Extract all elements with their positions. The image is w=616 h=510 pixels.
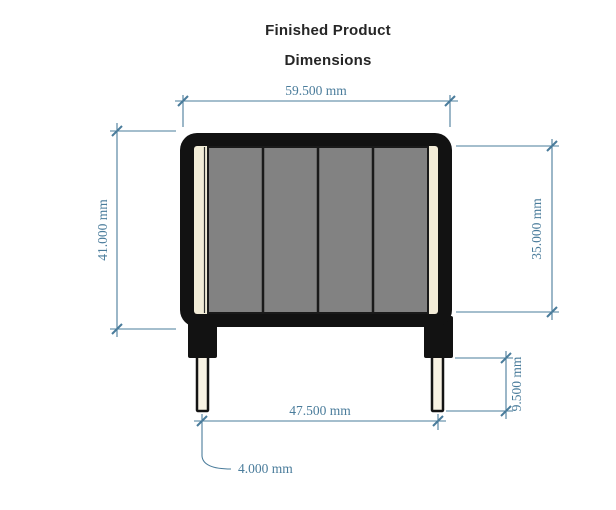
dim-top-width: 59.500 mm	[175, 83, 458, 127]
dim-pin-length: 9.500 mm	[446, 351, 524, 419]
dim-label-top-width: 59.500 mm	[285, 83, 347, 98]
component	[180, 133, 453, 413]
dim-pin-width: 4.000 mm	[201, 455, 293, 476]
dim-label-right-height: 35.000 mm	[529, 198, 544, 260]
dim-pin-spacing: 47.500 mm	[194, 403, 446, 456]
right-pin	[430, 354, 445, 413]
dim-left-height: 41.000 mm	[95, 123, 176, 337]
dim-label-pin-length: 9.500 mm	[509, 356, 524, 411]
dimension-annotations: 59.500 mm 41.000 mm 35.000 mm	[95, 83, 559, 476]
dim-label-pin-spacing: 47.500 mm	[289, 403, 351, 418]
page-title: Finished Product	[265, 22, 391, 39]
left-pin	[195, 354, 210, 413]
page-subtitle: Dimensions	[284, 52, 372, 69]
dim-right-height: 35.000 mm	[456, 139, 559, 320]
dim-label-pin-width: 4.000 mm	[238, 461, 293, 476]
dim-label-left-height: 41.000 mm	[95, 199, 110, 261]
